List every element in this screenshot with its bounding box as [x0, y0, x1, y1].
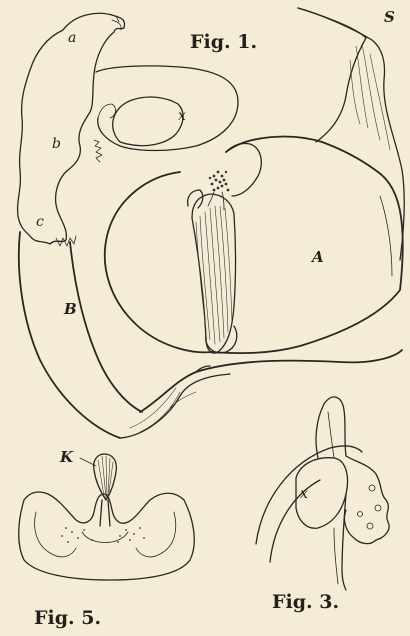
spur-s-inner [298, 8, 366, 142]
label-k: K [59, 448, 74, 466]
label-s: S [384, 8, 395, 26]
petal-abc-outline [18, 13, 125, 244]
sepal-a-body-left [105, 172, 212, 352]
fig3-tail-inner [334, 528, 338, 584]
spur-s [298, 8, 404, 260]
fig3-ragged-texture [358, 485, 382, 529]
fig5-stipple [61, 527, 145, 543]
fig5-inner-left [35, 512, 76, 557]
fig5-title: Fig. 5. [34, 607, 101, 629]
fig3-title: Fig. 3. [272, 591, 339, 613]
stem-upper [140, 350, 402, 412]
fig3-upper-inner [328, 412, 334, 458]
anther-pollen [209, 171, 230, 192]
fig5-k-body [94, 454, 117, 500]
fig5-k-stalk [100, 500, 110, 526]
lobe-x-inner [113, 97, 183, 146]
fig5-inner-right [136, 512, 176, 557]
label-x-fig3: x [300, 486, 308, 502]
fig1-title: Fig. 1. [190, 31, 257, 53]
petal-b-serration [94, 140, 102, 162]
lobe-x-curl [98, 104, 116, 118]
column-striations [196, 206, 232, 344]
fig3-inner-arc [270, 480, 320, 562]
fig3-upper [316, 397, 346, 458]
stem-lower [120, 374, 230, 438]
label-b: b [52, 136, 61, 152]
fig3-tail [342, 494, 346, 590]
label-capital-a: A [310, 248, 324, 266]
figure-1 [18, 8, 405, 438]
sepal-a-inner-curve [380, 196, 392, 276]
label-x-fig1: x [178, 108, 186, 124]
fig5-inner-mid [82, 532, 128, 543]
sepal-a-flap [226, 143, 261, 196]
label-capital-b: B [63, 300, 77, 318]
fig3-ragged-lobe [344, 456, 389, 544]
figure-5 [19, 454, 195, 580]
label-a: a [68, 30, 76, 46]
figure-3 [256, 397, 389, 590]
sepal-a-outline [212, 137, 403, 354]
label-c: c [36, 214, 44, 230]
anther-cap [188, 190, 203, 208]
fig5-outer-cup [19, 492, 195, 580]
